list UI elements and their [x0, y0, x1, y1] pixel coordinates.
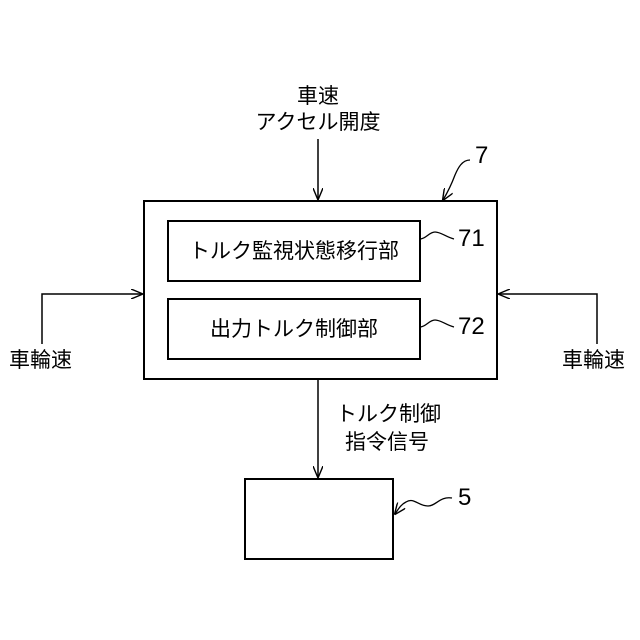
command-signal-label: 指令信号 [345, 430, 429, 454]
leader-5 [395, 498, 452, 514]
right-input-arrow [499, 294, 597, 344]
block-71-label: トルク監視状態移行部 [189, 239, 399, 263]
leader-71 [420, 232, 454, 239]
accelerator-opening-label: アクセル開度 [256, 110, 381, 134]
block-72-label: 出力トルク制御部 [210, 317, 378, 341]
left-wheel-speed-label: 車輪速 [9, 348, 72, 372]
left-input-arrow [42, 294, 142, 344]
vehicle-speed-label: 車速 [297, 84, 339, 108]
ref-71: 71 [458, 227, 485, 251]
ref-7: 7 [475, 144, 488, 168]
ref-72: 72 [458, 315, 485, 339]
leader-72 [420, 320, 454, 327]
torque-control-label: トルク制御 [336, 402, 441, 426]
target-box [245, 479, 393, 559]
ref-5: 5 [458, 486, 471, 510]
right-wheel-speed-label: 車輪速 [562, 348, 625, 372]
leader-7 [443, 160, 470, 200]
controller-box [144, 201, 497, 379]
